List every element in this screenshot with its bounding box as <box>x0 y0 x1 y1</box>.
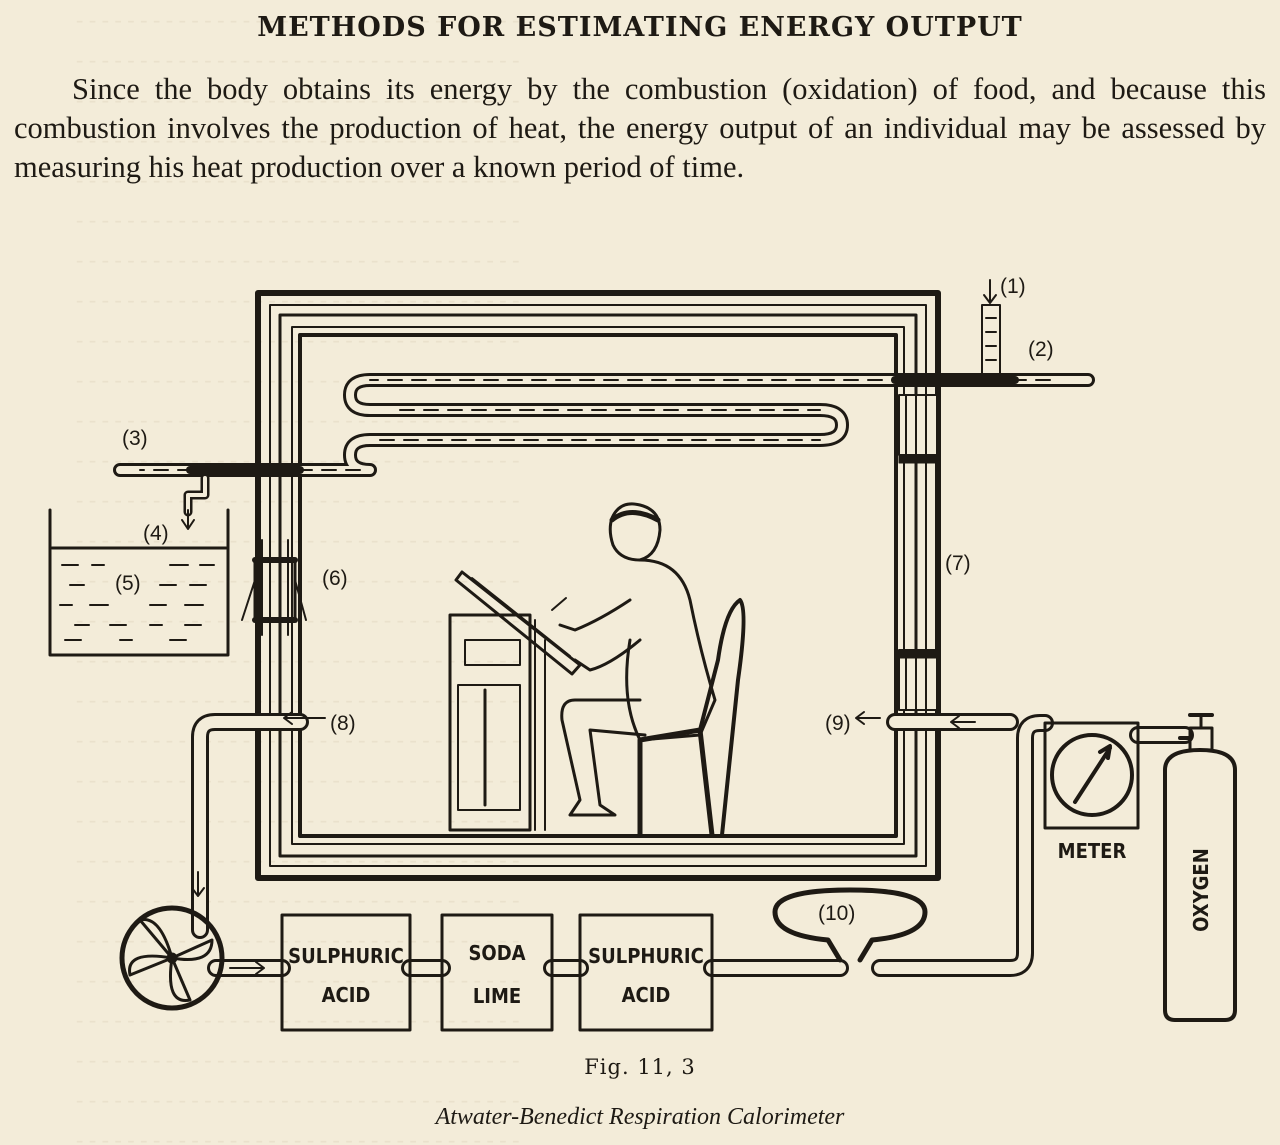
rubber-bag <box>772 887 928 963</box>
label-5: (5) <box>115 572 141 595</box>
label-10: (10) <box>818 902 855 925</box>
box3-line2: ACID <box>622 983 671 1007</box>
label-4: (4) <box>143 522 169 545</box>
circulation-fan <box>119 905 225 1011</box>
gas-meter <box>1043 721 1140 830</box>
soda-lime-box <box>440 913 554 1032</box>
label-9: (9) <box>825 712 851 735</box>
chamber-walls <box>255 290 941 881</box>
section-heading: METHODS FOR ESTIMATING ENERGY OUTPUT <box>257 12 1023 43</box>
box1-line1: SULPHURIC <box>288 944 404 968</box>
seated-man <box>551 502 717 817</box>
intro-paragraph: Since the body obtains its energy by the… <box>14 72 1266 184</box>
box2-line1: SODA <box>468 941 525 965</box>
label-2: (2) <box>1028 338 1054 361</box>
chair <box>637 598 746 838</box>
writing-desk <box>448 570 582 832</box>
box3-line1: SULPHURIC <box>588 944 704 968</box>
box2-line2: LIME <box>473 984 521 1008</box>
ventilation-port <box>241 539 307 636</box>
label-1: (1) <box>1000 275 1026 298</box>
oxygen-cylinder <box>1163 713 1237 1022</box>
wall-insulation-upper <box>898 394 938 456</box>
label-6: (6) <box>322 567 348 590</box>
wall-insulation-lower <box>898 649 938 711</box>
label-8: (8) <box>330 712 356 735</box>
water-coil <box>113 373 1095 477</box>
bleed-through-text: - - - - - - - - - - - - - - - - - - - - … <box>76 7 520 1145</box>
sulphuric-acid-box-1 <box>280 913 412 1032</box>
figure-caption: Atwater-Benedict Respiration Calorimeter <box>435 1104 845 1130</box>
box1-line2: ACID <box>322 983 371 1007</box>
thermometer-inlet <box>981 279 1001 378</box>
water-tank <box>48 508 230 657</box>
label-3: (3) <box>122 427 148 450</box>
label-7: (7) <box>945 552 971 575</box>
sulphuric-acid-box-2 <box>578 913 714 1032</box>
figure-number: Fig. 11, 3 <box>584 1055 696 1079</box>
meter-label: METER <box>1058 839 1127 863</box>
oxygen-label: OXYGEN <box>1189 848 1213 932</box>
